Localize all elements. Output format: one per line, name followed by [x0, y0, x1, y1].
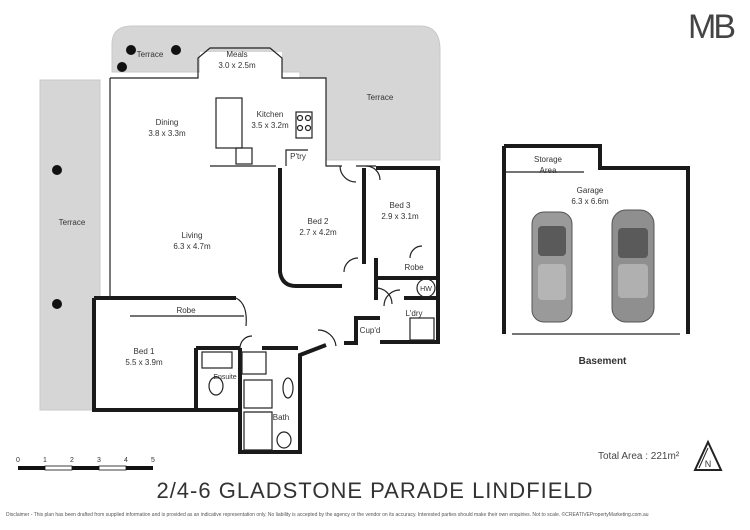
meals-size: 3.0 x 2.5m [218, 61, 256, 70]
total-area: Total Area : 221m² [598, 451, 680, 462]
ensuite-label: Ensuite [213, 374, 236, 381]
basement-label: Basement [578, 356, 627, 367]
scale-tick: 0 [16, 457, 20, 464]
garage-size: 6.3 x 6.6m [571, 197, 609, 206]
kitchen-label: Kitchen [257, 110, 284, 119]
storage-label-2: Area [540, 166, 557, 175]
bath-label: Bath [273, 413, 289, 422]
living-size: 6.3 x 4.7m [173, 242, 211, 251]
bed1-label: Bed 1 [134, 347, 155, 356]
scale-tick: 5 [151, 457, 155, 464]
mb-logo: MB [688, 8, 736, 46]
terrace-posts [52, 45, 181, 309]
dining-label: Dining [156, 118, 179, 127]
scale-tick: 4 [124, 457, 128, 464]
bed2-size: 2.7 x 4.2m [299, 228, 337, 237]
compass-letter: N [705, 459, 712, 469]
storage-label: Storage [534, 155, 563, 164]
bed2-label: Bed 2 [308, 217, 329, 226]
bed1-size: 5.5 x 3.9m [125, 358, 163, 367]
interior-floor [96, 52, 438, 408]
north-compass [693, 439, 723, 471]
address-title: 2/4-6 GLADSTONE PARADE LINDFIELD [156, 478, 594, 503]
terrace-top-left-label: Terrace [137, 50, 164, 59]
living-label: Living [182, 231, 203, 240]
kitchen-size: 3.5 x 3.2m [251, 121, 289, 130]
scale-tick: 1 [43, 457, 47, 464]
hot-water-label: HW [420, 286, 432, 293]
robe-bed1-label: Robe [176, 306, 196, 315]
terrace-left-label: Terrace [59, 218, 86, 227]
car-right [611, 209, 655, 323]
dining-size: 3.8 x 3.3m [148, 129, 186, 138]
garage-label: Garage [577, 186, 604, 195]
walls [92, 166, 440, 454]
terrace-areas [39, 25, 441, 411]
meals-label: Meals [226, 50, 247, 59]
scale-tick: 2 [70, 457, 74, 464]
car-left [531, 211, 573, 323]
cupboard-label: Cup'd [360, 326, 381, 335]
terrace-top-right-label: Terrace [367, 93, 394, 102]
room-labels: Terrace Meals 3.0 x 2.5m Terrace Dining … [59, 50, 712, 469]
pantry-label: P'try [290, 152, 306, 161]
disclaimer-text: Disclaimer - This plan has been drafted … [6, 512, 649, 518]
robe-bed3-label: Robe [404, 263, 424, 272]
bed3-size: 2.9 x 3.1m [381, 212, 419, 221]
laundry-label: L'dry [405, 309, 422, 318]
bed3-label: Bed 3 [390, 201, 411, 210]
scale-tick: 3 [97, 457, 101, 464]
upper-outline [109, 47, 436, 451]
scale-bar [18, 465, 153, 471]
garage-structure [502, 144, 690, 335]
